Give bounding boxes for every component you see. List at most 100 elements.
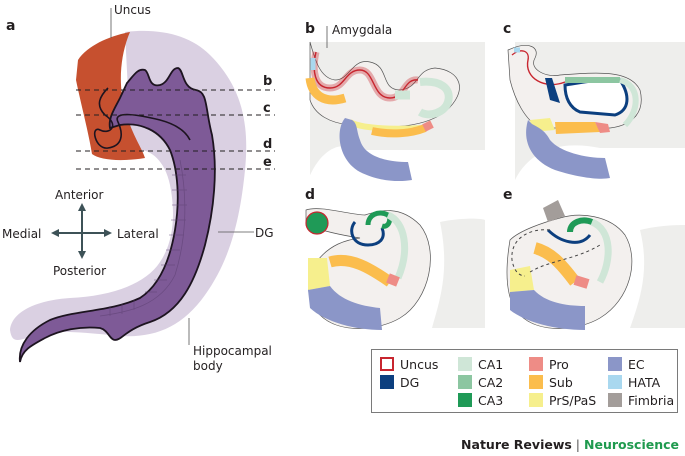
region-pro [386, 273, 400, 287]
legend-label: CA3 [478, 392, 504, 408]
region-dg [350, 221, 385, 247]
legend-label: CA1 [478, 356, 504, 372]
journal-name: Nature Reviews [461, 437, 572, 452]
arrow-right-icon [104, 229, 112, 237]
legend-label: Sub [549, 374, 573, 390]
panel-label-b: b [305, 21, 315, 37]
legend: Uncus DG CA1 CA2 CA3 Pro Sub PrS/PaS EC … [371, 349, 678, 413]
swatch-sub [529, 375, 543, 389]
region-sub [328, 254, 394, 287]
region-ca3 [567, 217, 594, 233]
region-ec [526, 120, 610, 179]
panel-label-c: c [503, 21, 511, 37]
region-ec [510, 290, 585, 330]
region-pro [573, 275, 590, 289]
panel-d: d [305, 187, 485, 330]
region-ca1 [417, 77, 453, 119]
region-prs [308, 258, 330, 290]
swatch-uncus [380, 357, 394, 371]
swatch-ca3 [458, 393, 472, 407]
arrow-left-icon [51, 229, 59, 237]
compass-medial-label: Medial [2, 227, 41, 241]
digitations [99, 159, 187, 317]
orientation-compass [51, 203, 112, 259]
panel-a: a b c d e Uncus DG Hippoc [2, 3, 275, 373]
legend-label: Fimbria [628, 392, 675, 408]
legend-item-sub: Sub [529, 373, 596, 391]
swatch-ca1 [458, 357, 472, 371]
region-ca3-uncus [305, 211, 329, 235]
cut-label-d: d [263, 137, 272, 152]
cut-label-c: c [263, 101, 271, 116]
region-sub [555, 122, 600, 134]
region-ec [339, 118, 412, 182]
body-label-line1: Hippocampal [193, 344, 272, 358]
legend-column-3: Pro Sub PrS/PaS [529, 355, 596, 409]
tissue-background [432, 218, 485, 328]
legend-item-pro: Pro [529, 355, 596, 373]
panel-label-a: a [6, 18, 15, 34]
amygdala-label: Amygdala [332, 23, 392, 37]
uncus-region [76, 32, 145, 161]
journal-credit: Nature Reviews | Neuroscience [461, 437, 679, 452]
arrow-up-icon [78, 203, 86, 211]
dg-label: DG [255, 226, 274, 240]
tissue-background [630, 225, 685, 328]
legend-item-prs-pas: PrS/PaS [529, 391, 596, 409]
region-prs [510, 266, 534, 292]
compass-anterior-label: Anterior [55, 188, 104, 202]
compass-posterior-label: Posterior [53, 264, 106, 278]
panel-c: c [503, 21, 685, 182]
swatch-hata [608, 375, 622, 389]
legend-item-hata: HATA [608, 373, 674, 391]
cut-label-e: e [263, 155, 272, 170]
region-ec [308, 286, 382, 330]
legend-label: Uncus [400, 356, 439, 372]
legend-column-1: Uncus DG [380, 355, 438, 391]
cut-lines [76, 89, 275, 170]
region-sub-lower [371, 124, 427, 138]
region-dg-dark [545, 78, 560, 103]
swatch-pro [529, 357, 543, 371]
compass-lateral-label: Lateral [117, 227, 159, 241]
region-sub [305, 77, 347, 105]
panel-e: e [503, 187, 685, 330]
legend-item-ca1: CA1 [458, 355, 503, 373]
legend-item-fimbria: Fimbria [608, 391, 674, 409]
legend-item-uncus: Uncus [380, 355, 438, 373]
region-ca1 [618, 77, 639, 128]
legend-label: Pro [549, 356, 569, 372]
legend-label: DG [400, 374, 420, 390]
region-pro [422, 120, 434, 132]
legend-column-2: CA1 CA2 CA3 [458, 355, 503, 409]
region-ca1 [590, 218, 612, 284]
region-sub [533, 242, 580, 286]
panel-b: b Amygdala [305, 21, 485, 182]
legend-label: HATA [628, 374, 661, 390]
legend-column-4: EC HATA Fimbria [608, 355, 674, 409]
journal-subject: Neuroscience [584, 437, 679, 452]
legend-item-dg: DG [380, 373, 438, 391]
pathway-dashed [529, 244, 601, 273]
panel-label-d: d [305, 187, 315, 203]
legend-item-ca2: CA2 [458, 373, 503, 391]
arrow-down-icon [78, 251, 86, 259]
swatch-dg [380, 375, 394, 389]
region-ca1 [386, 211, 409, 280]
cut-label-b: b [263, 74, 272, 89]
region-dg [563, 78, 629, 117]
region-fimbria [543, 200, 565, 222]
panel-label-e: e [503, 187, 513, 203]
pathway-arrow-dashed [511, 229, 551, 277]
uncus-label: Uncus [114, 3, 151, 17]
swatch-ec [608, 357, 622, 371]
legend-item-ec: EC [608, 355, 674, 373]
body-label-line2: body [193, 359, 223, 373]
legend-item-ca3: CA3 [458, 391, 503, 409]
region-dg [546, 228, 592, 244]
swatch-ca2 [458, 375, 472, 389]
legend-label: PrS/PaS [549, 392, 597, 408]
swatch-fimbria [608, 393, 622, 407]
region-pro [595, 122, 610, 133]
